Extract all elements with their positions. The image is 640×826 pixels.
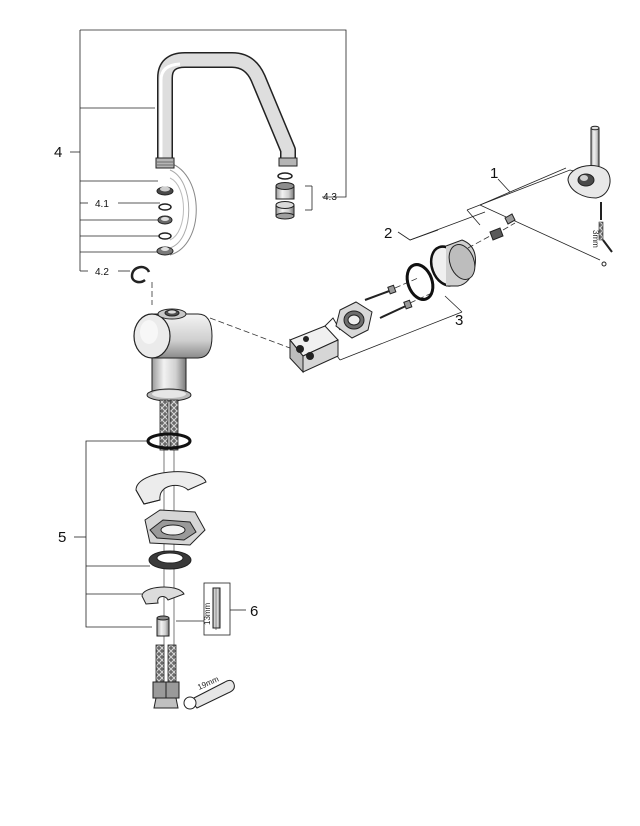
stud-inset bbox=[176, 582, 246, 636]
label-part-4-2: 4.2 bbox=[95, 267, 109, 278]
mounting-kit bbox=[135, 432, 207, 637]
wrench bbox=[183, 679, 235, 710]
retaining-clip bbox=[130, 265, 151, 284]
o-ring bbox=[405, 263, 435, 301]
aerator bbox=[275, 172, 295, 220]
leader-group-5 bbox=[74, 440, 152, 628]
label-part-2: 2 bbox=[384, 225, 392, 242]
label-part-1: 1 bbox=[490, 165, 498, 182]
cartridge-nut bbox=[335, 301, 373, 339]
escutcheon-sleeve bbox=[429, 239, 476, 287]
assembly-arcs bbox=[169, 162, 197, 256]
label-part-5: 5 bbox=[58, 529, 66, 546]
faucet-body bbox=[133, 308, 213, 402]
spout-seal-stack bbox=[156, 186, 174, 256]
lever-handle bbox=[567, 125, 611, 199]
label-hex-key-size: 3mm bbox=[591, 230, 600, 248]
grub-screw bbox=[467, 213, 516, 249]
leader-group-2 bbox=[397, 211, 486, 241]
label-part-4-1: 4.1 bbox=[95, 199, 109, 210]
label-part-4-3: 4.3 bbox=[323, 192, 337, 203]
screws bbox=[364, 277, 433, 319]
label-part-4: 4 bbox=[54, 144, 62, 161]
label-nut-height: 13mm bbox=[203, 602, 212, 625]
label-part-6: 6 bbox=[250, 603, 258, 620]
cartridge bbox=[289, 317, 341, 374]
label-part-3: 3 bbox=[455, 312, 463, 329]
spout bbox=[155, 52, 298, 169]
leader-group-4 bbox=[70, 29, 347, 272]
hex-key bbox=[598, 202, 613, 267]
